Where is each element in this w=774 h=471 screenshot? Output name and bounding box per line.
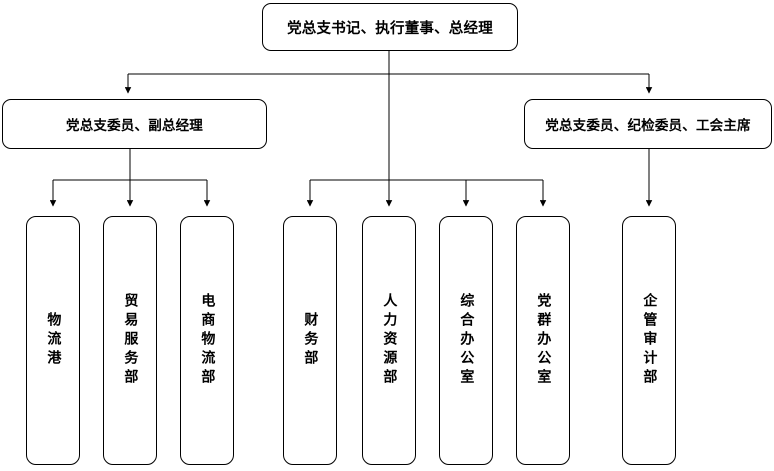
node-department-ecommerce-logistics[interactable]: 电商物流部 — [180, 216, 234, 465]
node-department-party-mass-office-label: 党群办公室 — [535, 293, 552, 388]
node-discipline-union-chair[interactable]: 党总支委员、纪检委员、工会主席 — [524, 99, 772, 149]
node-department-logistics-port-label: 物流港 — [45, 312, 62, 369]
node-deputy-manager[interactable]: 党总支委员、副总经理 — [2, 99, 267, 149]
node-top-leader[interactable]: 党总支书记、执行董事、总经理 — [262, 3, 518, 51]
node-department-logistics-port[interactable]: 物流港 — [26, 216, 80, 465]
node-department-party-mass-office[interactable]: 党群办公室 — [516, 216, 570, 465]
node-department-enterprise-audit[interactable]: 企管审计部 — [622, 216, 676, 465]
node-department-human-resources[interactable]: 人力资源部 — [362, 216, 416, 465]
node-department-human-resources-label: 人力资源部 — [381, 293, 398, 388]
node-department-finance[interactable]: 财务部 — [283, 216, 337, 465]
node-department-trade-service-label: 贸易服务部 — [122, 293, 139, 388]
node-department-general-office-label: 综合办公室 — [458, 293, 475, 388]
node-department-enterprise-audit-label: 企管审计部 — [641, 293, 658, 388]
node-department-finance-label: 财务部 — [302, 312, 319, 369]
node-department-trade-service[interactable]: 贸易服务部 — [103, 216, 157, 465]
node-department-ecommerce-logistics-label: 电商物流部 — [199, 293, 216, 388]
node-department-general-office[interactable]: 综合办公室 — [439, 216, 493, 465]
node-deputy-manager-label: 党总支委员、副总经理 — [66, 118, 203, 134]
node-discipline-union-chair-label: 党总支委员、纪检委员、工会主席 — [545, 118, 751, 134]
node-top-leader-label: 党总支书记、执行董事、总经理 — [287, 20, 493, 37]
